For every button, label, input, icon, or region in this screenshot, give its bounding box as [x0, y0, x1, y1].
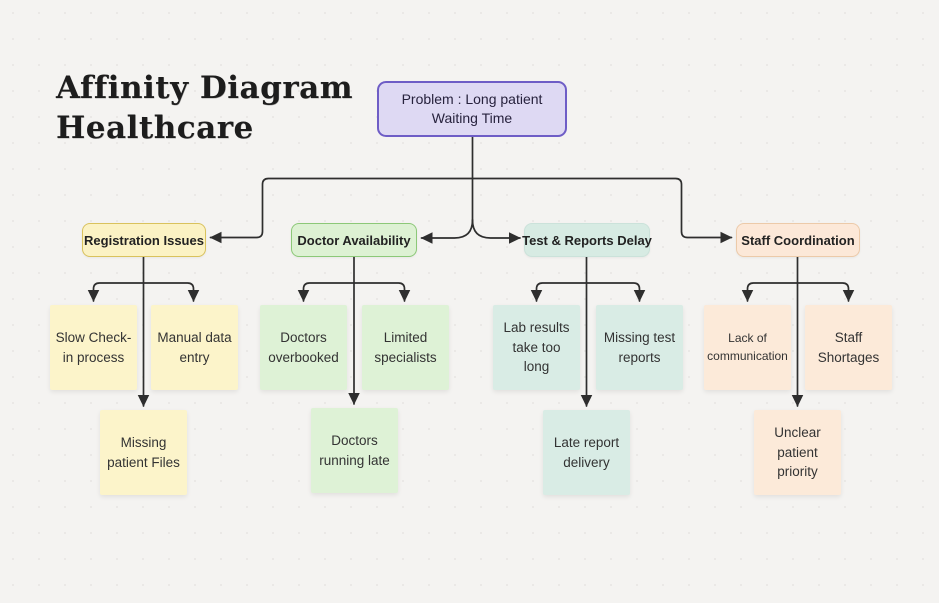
sticky-doctors-overbooked[interactable]: Doctors overbooked	[260, 305, 347, 390]
sticky-staff-shortages[interactable]: Staff Shortages	[805, 305, 892, 390]
connector-registration-left	[87, 282, 145, 302]
connector-doctor-right	[353, 282, 411, 302]
sticky-unclear-patient-priority[interactable]: Unclear patient priority	[754, 410, 841, 495]
sticky-manual-data-entry[interactable]: Manual data entry	[151, 305, 238, 390]
sticky-late-report-delivery[interactable]: Late report delivery	[543, 410, 630, 495]
connector-test-right	[585, 282, 646, 302]
sticky-doctors-running-late[interactable]: Doctors running late	[311, 408, 398, 493]
sticky-limited-specialists[interactable]: Limited specialists	[362, 305, 449, 390]
connector-problem-to-test	[471, 219, 521, 244]
connector-test-left	[530, 282, 588, 302]
header-registration-issues[interactable]: Registration Issues	[82, 223, 206, 257]
sticky-lab-results-too-long[interactable]: Lab results take too long	[493, 305, 580, 390]
sticky-slow-check-in[interactable]: Slow Check-in process	[50, 305, 137, 390]
connector-registration-right	[142, 282, 200, 302]
header-staff-coordination[interactable]: Staff Coordination	[736, 223, 860, 257]
board-title: Affinity Diagram Healthcare	[56, 68, 353, 148]
connector-problem-to-doctor	[420, 219, 474, 244]
board-title-line1: Affinity Diagram	[56, 70, 354, 106]
sticky-missing-patient-files[interactable]: Missing patient Files	[100, 410, 187, 495]
board-title-line2: Healthcare	[56, 110, 254, 146]
connector-doctor-left	[297, 282, 355, 302]
problem-node[interactable]: Problem : Long patient Waiting Time	[377, 81, 567, 137]
sticky-missing-test-reports[interactable]: Missing test reports	[596, 305, 683, 390]
header-test-reports-delay[interactable]: Test & Reports Delay	[522, 223, 652, 257]
sticky-lack-of-communication[interactable]: Lack of communication	[704, 305, 791, 390]
header-doctor-availability[interactable]: Doctor Availability	[291, 223, 417, 257]
connector-staff-left	[741, 282, 799, 302]
connector-staff-right	[796, 282, 855, 302]
